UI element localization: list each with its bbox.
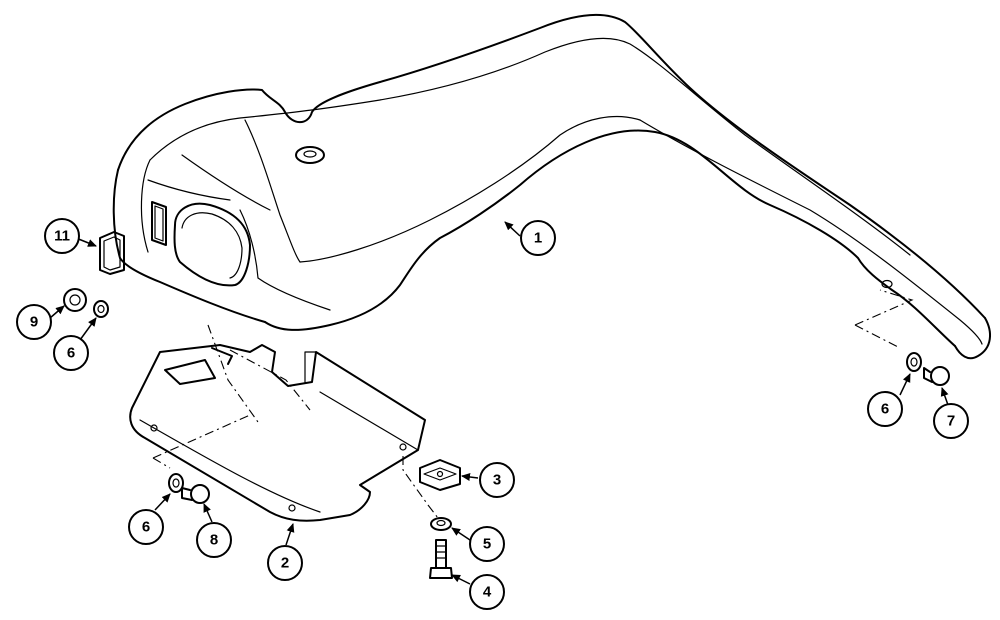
- callout-4: 4: [469, 574, 505, 610]
- svg-text:11: 11: [54, 228, 70, 245]
- bolt-part: [429, 539, 453, 579]
- svg-text:4: 4: [483, 584, 492, 601]
- nut-part: [63, 288, 87, 312]
- plug-part: [99, 231, 125, 275]
- callout-2: 2: [267, 545, 303, 581]
- svg-text:6: 6: [142, 519, 150, 536]
- svg-text:1: 1: [534, 230, 542, 247]
- svg-text:8: 8: [210, 532, 218, 549]
- callout-3: 3: [479, 462, 515, 498]
- callout-8: 8: [196, 522, 232, 558]
- callout-1: 1: [520, 220, 556, 256]
- washer-part-center: [430, 517, 452, 531]
- svg-text:5: 5: [483, 536, 491, 553]
- washer-part-left: [93, 300, 109, 318]
- callout-7: 7: [933, 403, 969, 439]
- screw-part-right: [923, 366, 950, 386]
- svg-text:9: 9: [30, 314, 38, 331]
- assembly-lines: [152, 289, 914, 519]
- callout-6-left: 6: [53, 335, 89, 371]
- svg-text:2: 2: [281, 555, 289, 572]
- washer-part-lower: [168, 473, 184, 493]
- leader-lines: [49, 221, 949, 585]
- bracket-part: [129, 344, 426, 522]
- svg-text:7: 7: [947, 413, 955, 430]
- svg-text:6: 6: [67, 345, 75, 362]
- svg-text:3: 3: [493, 472, 501, 489]
- callout-11: 11: [44, 218, 80, 254]
- callout-9: 9: [16, 304, 52, 340]
- screw-part-left: [181, 484, 210, 504]
- fender-part: [112, 13, 991, 360]
- callout-6-right: 6: [867, 391, 903, 427]
- callout-5: 5: [469, 526, 505, 562]
- washer-part-right: [906, 352, 922, 372]
- clip-nut-part: [419, 459, 461, 491]
- callout-6-lower: 6: [128, 509, 164, 545]
- svg-text:6: 6: [881, 401, 889, 418]
